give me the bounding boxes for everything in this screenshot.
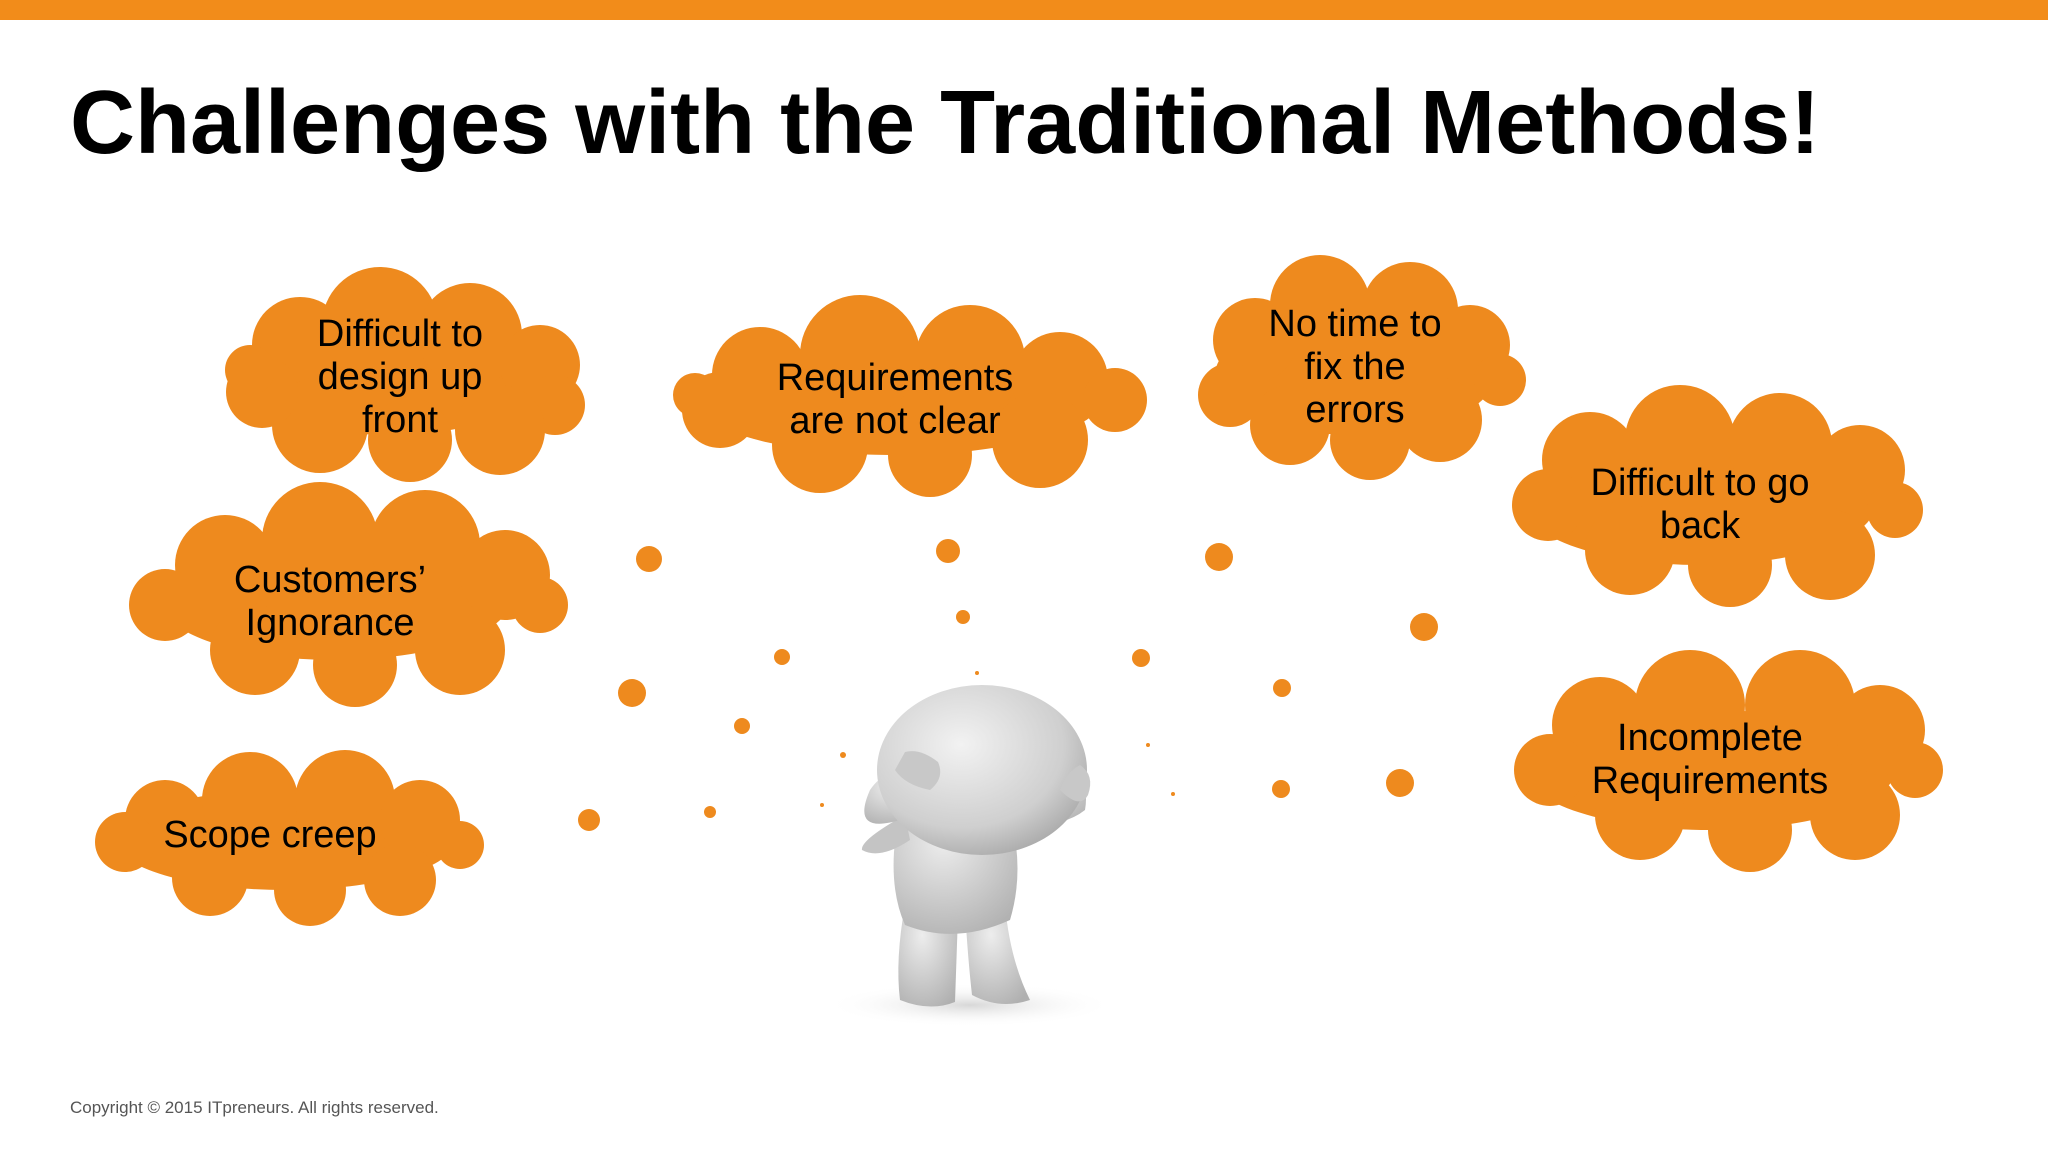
cloud-text-scope-creep: Scope creep — [163, 813, 377, 856]
cloud-incomplete-requirements — [1514, 650, 1943, 872]
top-accent-bar — [0, 0, 2048, 20]
thought-dots — [578, 539, 1438, 831]
cloud-scope-creep — [95, 750, 484, 926]
cloud-difficult-go-back — [1512, 385, 1923, 607]
confused-person-icon — [825, 685, 1115, 1027]
cloud-no-time — [1198, 255, 1526, 480]
slide-title: Challenges with the Traditional Methods! — [70, 73, 1821, 173]
cloud-text-customers-ignorance: Customers’Ignorance — [233, 559, 427, 644]
cloud-requirements-unclear — [673, 295, 1147, 497]
cloud-difficult-design — [225, 267, 585, 482]
cloud-customers-ignorance — [129, 482, 568, 707]
copyright-notice: Copyright © 2015 ITpreneurs. All rights … — [70, 1098, 439, 1117]
